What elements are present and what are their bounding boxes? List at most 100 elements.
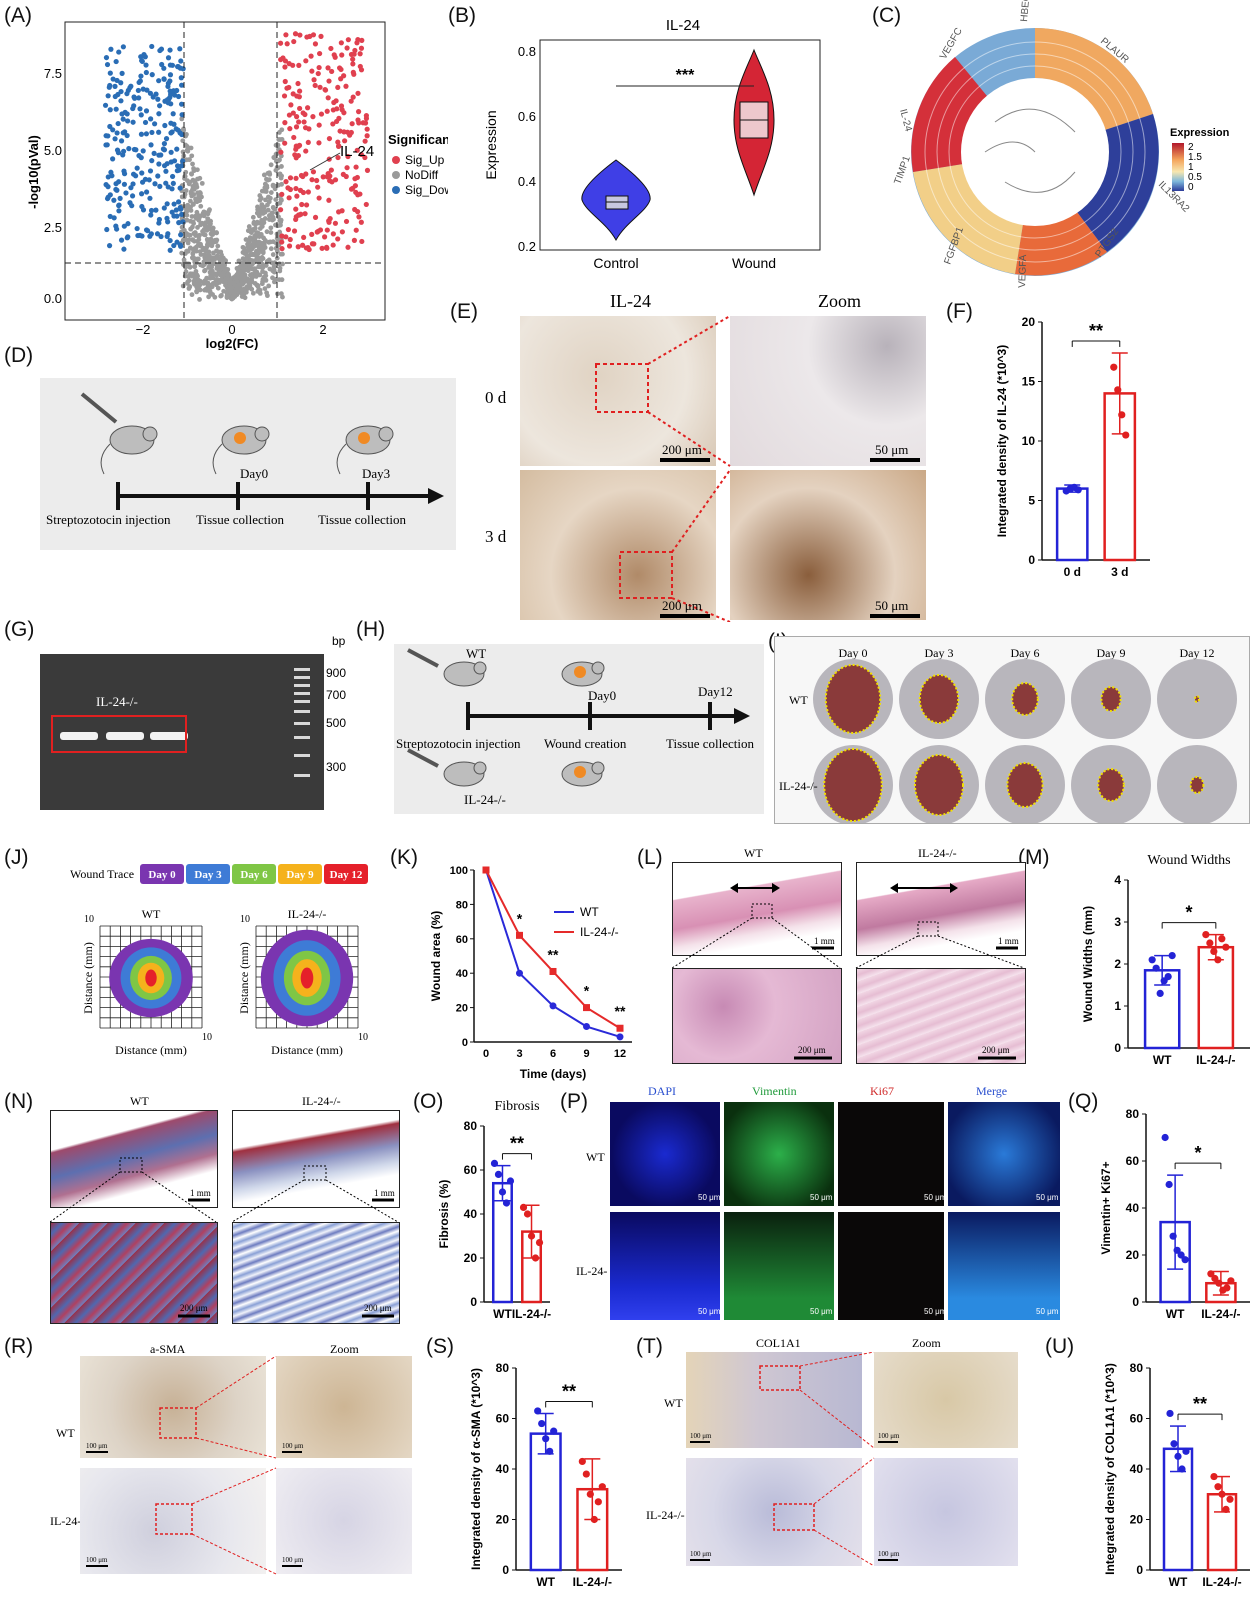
volcano-point-nodiff — [218, 249, 224, 255]
y-tick-label: 2 — [1114, 957, 1121, 971]
volcano-point-down — [164, 215, 170, 221]
volcano-point-down — [111, 197, 117, 203]
bar-title: Fibrosis — [494, 1099, 539, 1114]
volcano-point-down — [105, 93, 111, 99]
volcano-point-down — [163, 168, 169, 174]
volcano-point-up — [294, 193, 300, 199]
if-dapi-ko — [610, 1212, 720, 1320]
volcano-point-down — [153, 207, 159, 213]
volcano-point-down — [127, 200, 133, 206]
mouse-icon — [443, 761, 487, 787]
panel-label-u: (U) — [1045, 1335, 1075, 1358]
volcano-point-up — [286, 112, 293, 118]
if-column-header: Ki67 — [870, 1084, 894, 1098]
volcano-point-nodiff — [270, 252, 276, 257]
trace-legend-label: Day 9 — [286, 869, 314, 881]
volcano-point-down — [148, 207, 155, 214]
volcano-point-down — [114, 187, 120, 193]
volcano-point-up — [297, 88, 303, 94]
volcano-point-nodiff — [244, 252, 250, 258]
volcano-point-nodiff — [197, 232, 202, 238]
volcano-point-up — [322, 234, 328, 240]
data-point — [1178, 1465, 1186, 1473]
scale-text: 50 μm — [924, 1307, 947, 1316]
volcano-point-up — [336, 209, 342, 215]
volcano-point-down — [121, 246, 127, 252]
volcano-point-nodiff — [184, 212, 190, 218]
syringe-icon — [407, 748, 439, 768]
volcano-point-nodiff — [202, 287, 207, 293]
legend-label: IL-24-/- — [580, 925, 619, 939]
volcano-point-down — [178, 206, 184, 212]
scale-text: 1 mm — [374, 1188, 395, 1198]
volcano-point-up — [307, 33, 313, 39]
volcano-point-down — [120, 116, 126, 122]
trace-tick: 10 — [240, 914, 250, 925]
volcano-point-nodiff — [186, 286, 192, 291]
volcano-point-up — [348, 186, 355, 192]
masson-zoom-wt — [50, 1222, 218, 1324]
volcano-point-up — [330, 242, 336, 248]
volcano-point-down — [143, 69, 149, 76]
volcano-point-up — [336, 65, 343, 71]
volcano-point-down — [106, 242, 113, 249]
x-tick-label: 6 — [550, 1048, 556, 1060]
volcano-point-up — [359, 238, 365, 245]
volcano-point-down — [178, 101, 185, 107]
volcano-point-up — [281, 93, 288, 99]
ihc-image-3d — [520, 470, 716, 620]
volcano-xtick: 2 — [319, 322, 326, 337]
volcano-point-up — [283, 32, 289, 38]
asma-image-wt — [80, 1356, 266, 1458]
volcano-point-nodiff — [270, 182, 276, 188]
volcano-point-down — [164, 201, 170, 207]
volcano-point-nodiff — [267, 171, 273, 177]
syringe-icon — [407, 648, 439, 668]
y-tick-label: 80 — [1130, 1361, 1144, 1375]
volcano-point-nodiff — [268, 230, 274, 235]
trace-legend-label: Wound Trace — [70, 867, 134, 881]
if-column-header: Merge — [976, 1084, 1008, 1098]
data-point — [594, 1498, 602, 1506]
volcano-point-down — [180, 219, 186, 225]
volcano-point-up — [350, 61, 356, 67]
volcano-point-nodiff — [197, 198, 203, 203]
volcano-point-down — [112, 136, 118, 142]
volcano-point-up — [312, 214, 319, 220]
scale-text: 50 μm — [1036, 1307, 1059, 1316]
if-column-header: Vimentin — [752, 1084, 797, 1098]
y-tick-label: 60 — [1126, 1154, 1140, 1168]
scale-text: 200 μm — [662, 598, 702, 613]
volcano-point-down — [114, 130, 120, 136]
volcano-point-down — [161, 147, 168, 153]
volcano-point-down — [144, 87, 150, 93]
x-tick-label: IL-24-/- — [1201, 1307, 1240, 1321]
trace-contour — [145, 969, 157, 987]
volcano-point-down — [118, 138, 125, 144]
volcano-point-up — [293, 146, 299, 152]
panel-label-p: (P) — [560, 1090, 588, 1113]
asma-zoom-ko — [276, 1468, 412, 1574]
volcano-point-up — [300, 173, 306, 180]
y-tick-label: 80 — [496, 1361, 510, 1375]
volcano-point-down — [163, 180, 169, 186]
volcano-point-up — [315, 70, 321, 77]
data-point — [1211, 1274, 1219, 1283]
volcano-point-down — [165, 231, 171, 237]
trace-ylabel: Distance (mm) — [81, 942, 95, 1014]
volcano-point-up — [326, 78, 332, 84]
x-tick-label: IL-24-/- — [1196, 1053, 1235, 1067]
volcano-point-down — [178, 58, 184, 64]
volcano-point-nodiff — [202, 252, 207, 258]
data-point — [506, 1177, 515, 1185]
y-tick-label: 80 — [464, 1119, 478, 1133]
volcano-point-up — [362, 154, 368, 161]
x-tick-label: 0 — [483, 1048, 489, 1060]
data-point — [1074, 486, 1082, 494]
violin-ytick: 0.6 — [518, 109, 536, 124]
violin-xtick-wound: Wound — [732, 255, 776, 271]
significance-label: * — [584, 983, 590, 999]
volcano-point-down — [180, 158, 186, 164]
volcano-point-nodiff — [254, 282, 260, 288]
volcano-point-down — [115, 91, 121, 98]
